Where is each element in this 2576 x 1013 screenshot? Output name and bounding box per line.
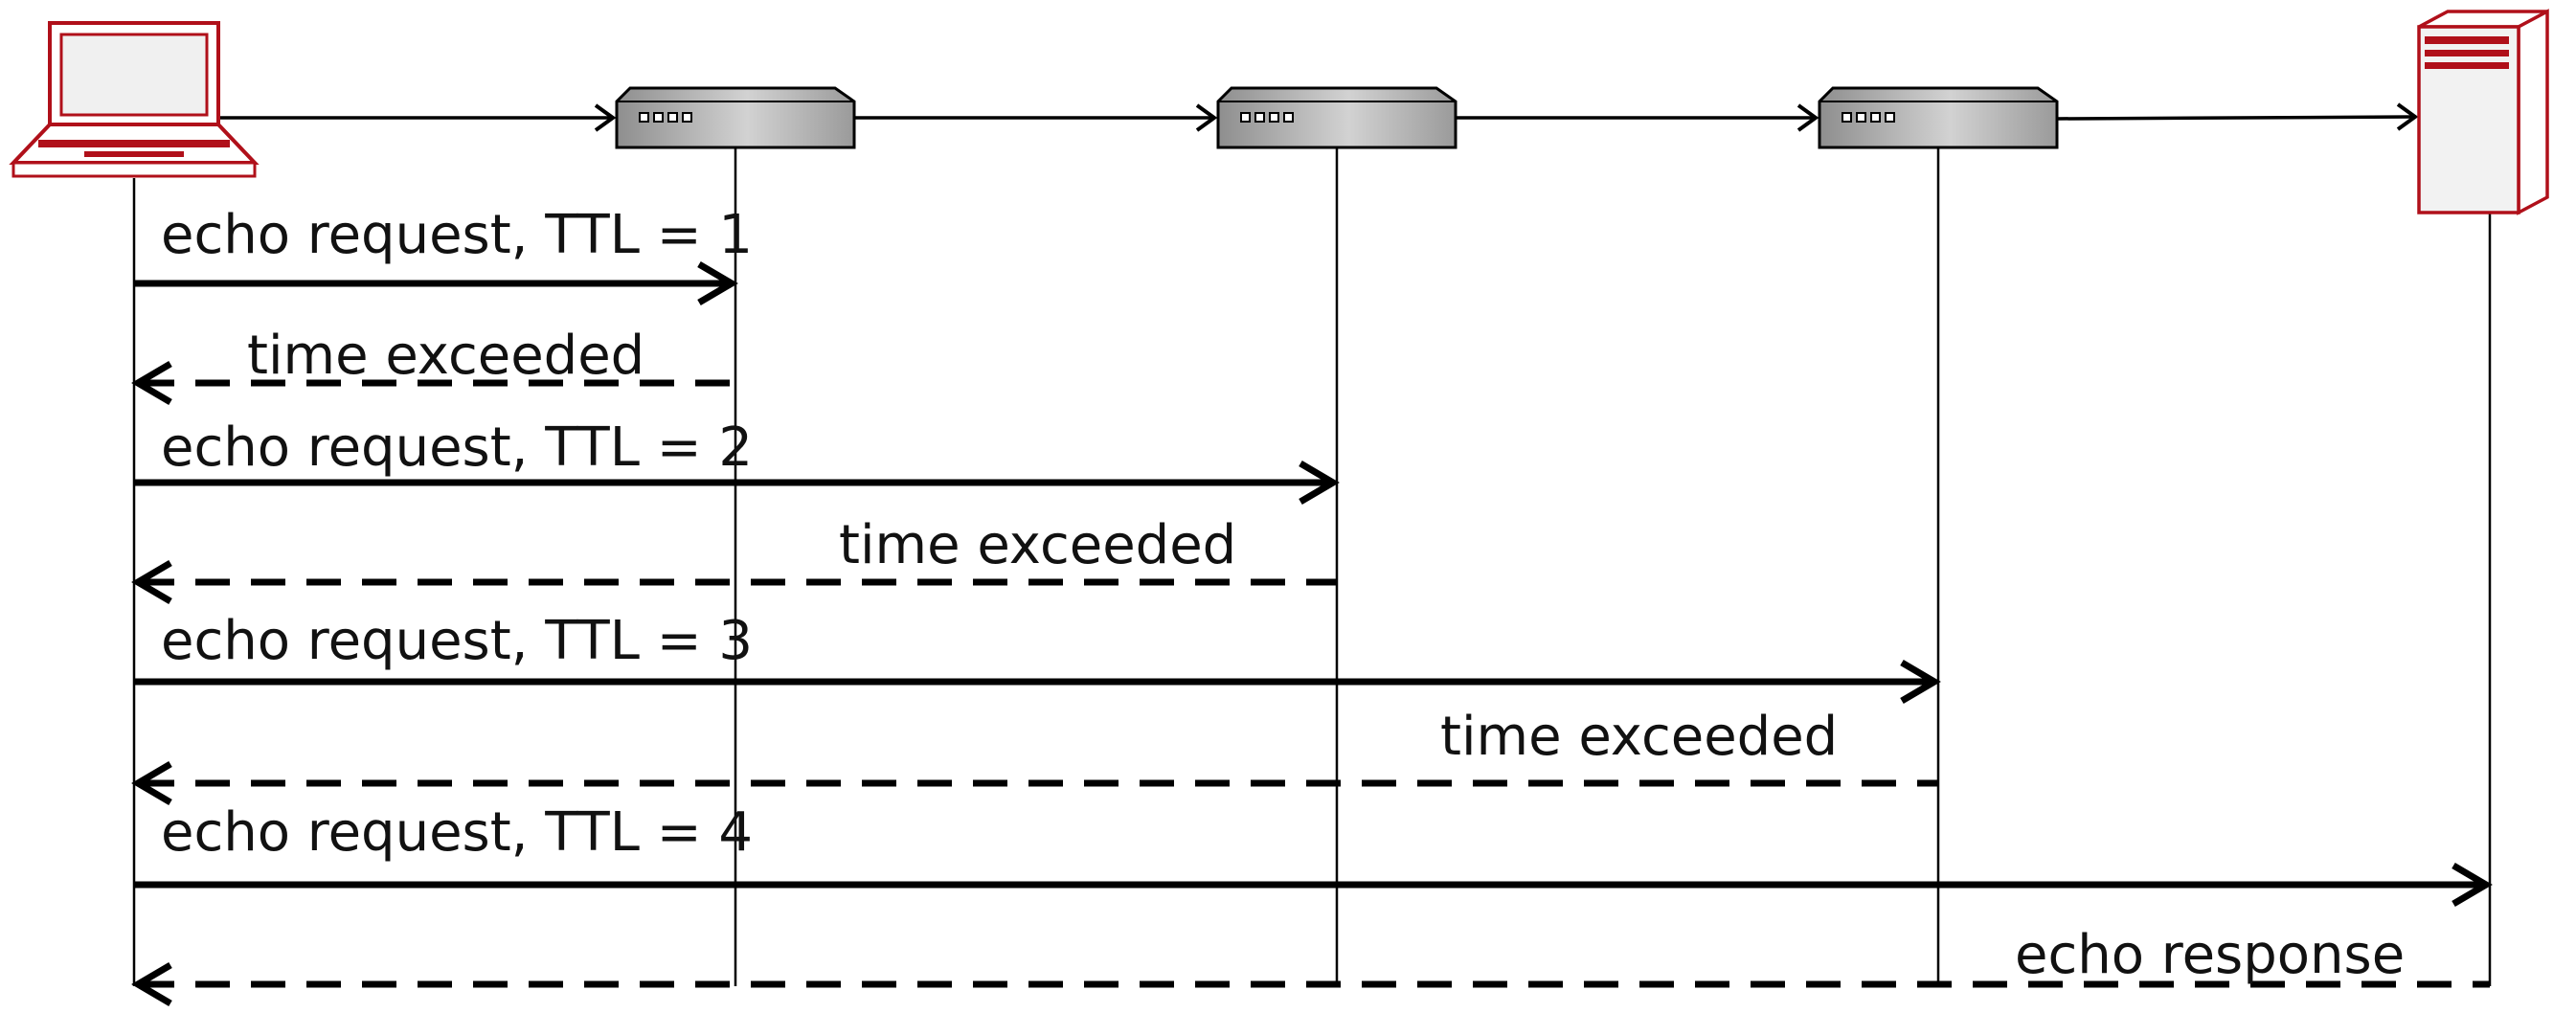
router-icon [615,86,856,149]
message-label-3: echo request, TTL = 2 [161,416,753,479]
message-label-6: time exceeded [1440,706,1838,768]
message-arrowhead-4 [131,559,172,605]
lifelines [132,146,2492,986]
message-arrowhead-1 [697,260,738,306]
message-arrowhead-3 [1299,460,1340,506]
path-arrowhead-2 [1195,103,1218,132]
message-arrowhead-7 [2452,862,2493,908]
message-arrowhead-6 [131,760,172,806]
path-arrowhead-3 [1796,103,1819,132]
router-icon [1818,86,2059,149]
message-label-4: time exceeded [839,514,1236,576]
network-path [220,102,2419,132]
message-label-2: time exceeded [247,325,644,387]
message-label-1: echo request, TTL = 1 [161,204,753,266]
path-arrow-4 [2056,115,2414,121]
message-label-5: echo request, TTL = 3 [161,610,753,672]
server-icon [2417,9,2549,215]
laptop-icon [9,21,260,178]
message-sequence: echo request, TTL = 1 time exceeded echo… [131,204,2493,1007]
message-arrowhead-5 [1900,659,1941,705]
message-label-8: echo response [2015,924,2405,986]
message-arrowhead-2 [131,360,172,406]
path-arrowhead-1 [594,103,617,132]
message-label-7: echo request, TTL = 4 [161,801,753,864]
message-arrowhead-8 [131,961,172,1007]
router-icon [1216,86,1457,149]
path-arrowhead-4 [2396,102,2419,131]
